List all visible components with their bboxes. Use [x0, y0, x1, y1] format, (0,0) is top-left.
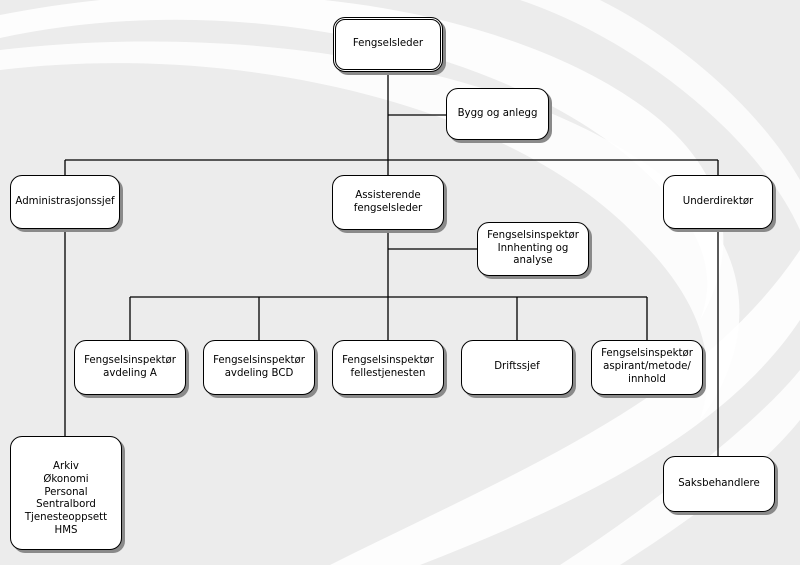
node-fengselsleder[interactable]: Fengselsleder — [333, 17, 443, 72]
node-inspektor-avdeling-a[interactable]: Fengselsinspektør avdeling A — [74, 340, 186, 395]
node-inspektor-avdeling-bcd[interactable]: Fengselsinspektør avdeling BCD — [203, 340, 315, 395]
node-bygg-og-anlegg[interactable]: Bygg og anlegg — [446, 88, 549, 140]
node-driftssjef[interactable]: Driftssjef — [461, 340, 573, 395]
node-fengselsinspektor-innhenting[interactable]: Fengselsinspektør Innhenting og analyse — [477, 222, 589, 276]
node-administrasjonssjef[interactable]: Administrasjonssjef — [10, 175, 120, 229]
node-admin-functions-list[interactable]: Arkiv Økonomi Personal Sentralbord Tjene… — [10, 436, 122, 550]
node-saksbehandlere[interactable]: Saksbehandlere — [663, 456, 775, 512]
node-underdirektor[interactable]: Underdirektør — [663, 175, 773, 229]
node-assisterende-fengselsleder[interactable]: Assisterende fengselsleder — [332, 175, 444, 230]
node-inspektor-fellestjenesten[interactable]: Fengselsinspektør fellestjenesten — [332, 340, 444, 395]
node-inspektor-aspirant[interactable]: Fengselsinspektør aspirant/metode/ innho… — [591, 340, 703, 395]
